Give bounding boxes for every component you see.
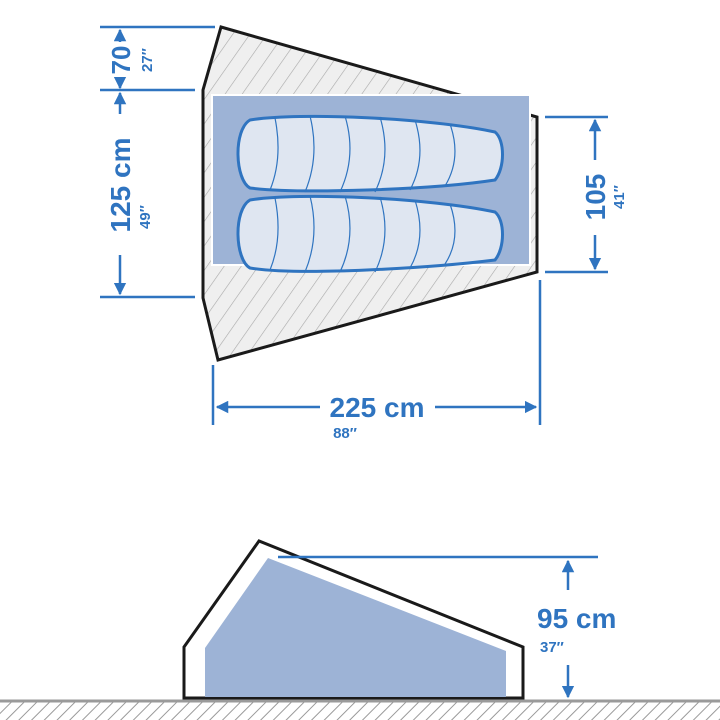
- sleeping-bag: [236, 194, 504, 273]
- length-cm: 225 cm: [330, 392, 425, 423]
- vestibule-depth-in: 27″: [139, 48, 156, 72]
- foot-width-in: 41″: [611, 185, 628, 209]
- ground: [0, 702, 720, 720]
- inner-width-cm: 125 cm: [105, 138, 136, 233]
- height-in: 37″: [540, 639, 564, 656]
- inner-width-in: 49″: [137, 205, 154, 229]
- length-in: 88″: [333, 425, 357, 442]
- sleeping-bag: [236, 114, 504, 193]
- foot-width-cm: 105: [580, 174, 611, 221]
- height-cm: 95 cm: [537, 603, 616, 634]
- dimension-lines: [100, 25, 608, 425]
- top-view: 70 27″ 125 cm 49″ 105 41″ 225 cm 88″: [100, 25, 628, 442]
- inner-tent-side: [205, 558, 506, 697]
- vestibule-depth-cm: 70: [106, 46, 136, 75]
- side-view: 95 cm 37″: [0, 539, 720, 720]
